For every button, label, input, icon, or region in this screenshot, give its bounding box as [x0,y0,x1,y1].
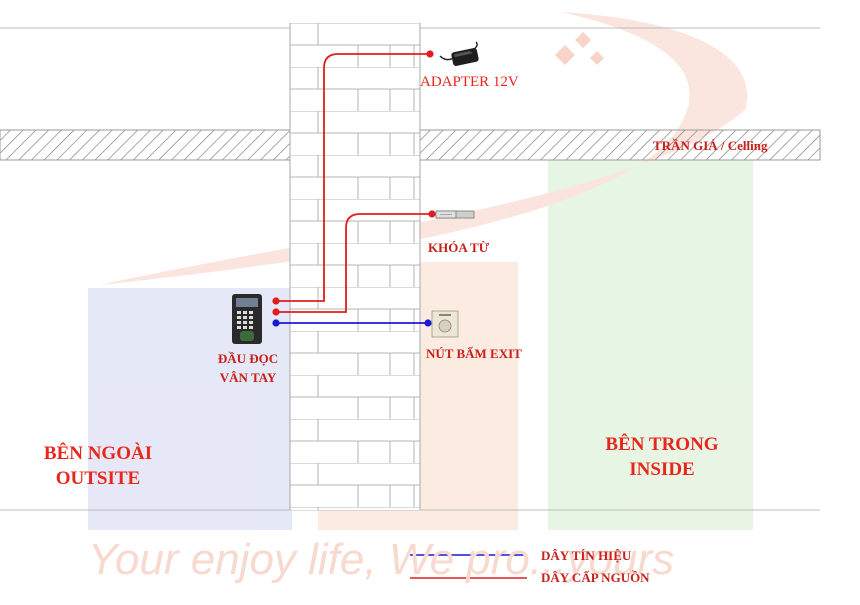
exit-terminal [424,319,432,327]
adapter-terminal [426,50,434,58]
lock-terminal [428,210,436,218]
inside-label-line2: INSIDE [629,459,695,480]
reader-terminal-2 [272,308,280,316]
outside-label-line1: BÊN NGOÀI [43,443,153,464]
fingerprint-reader-icon [232,294,262,344]
adapter-label: ADAPTER 12V [420,74,519,90]
reader-label-line1: ĐẦU ĐỌC [217,351,279,366]
inside-label-line1: BÊN TRONG [605,434,719,455]
ceiling-label: TRẦN GIẢ / Celling [653,138,768,153]
power-wire-lock [276,213,432,313]
watermark-slogan: Your enjoy life, We pro...yours [88,535,675,584]
legend-power-label: DÂY CẤP NGUỒN [541,570,650,585]
exit-button-icon [431,310,459,338]
power-wire-adapter [276,53,430,302]
legend-signal-label: DÂY TÍN HIỆU [541,548,632,563]
exit-button-label: NÚT BẤM EXIT [426,346,522,361]
false-ceiling [0,129,821,161]
reader-terminal-1 [272,297,280,305]
adapter-icon [439,41,479,66]
reader-terminal-3 [272,319,280,327]
brick-wall [289,23,421,510]
outside-label-line2: OUTSITE [55,468,141,489]
magnetic-lock-label: KHÓA TỪ [428,240,490,255]
magnetic-lock-icon [435,210,475,219]
reader-label-line2: VÂN TAY [219,370,277,385]
